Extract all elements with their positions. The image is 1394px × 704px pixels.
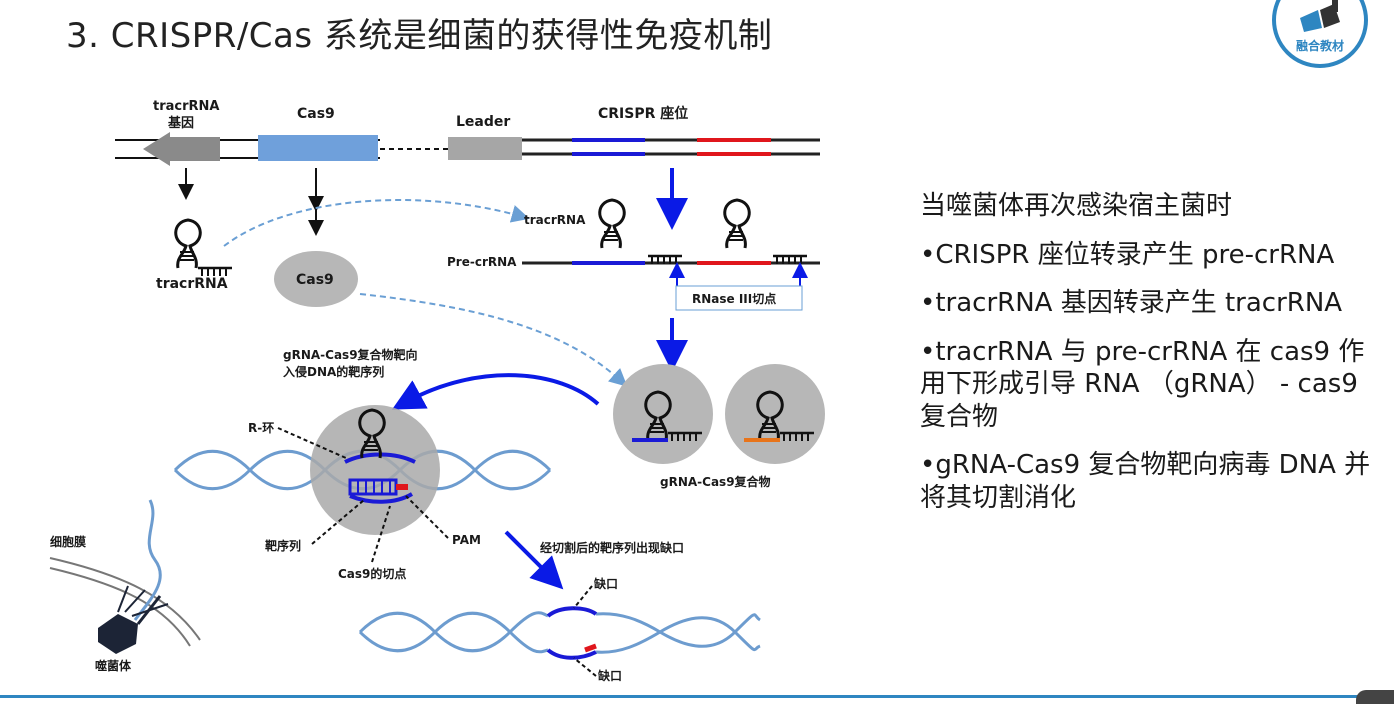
tracrrna-gene-label-2: 基因: [167, 115, 194, 131]
tracrrna-gene-arrow: [143, 132, 220, 166]
grna-cas9-complex-blue: [613, 364, 713, 464]
tracrrna-top-label: tracrRNA: [524, 213, 586, 227]
target-seq-label: 靶序列: [265, 538, 301, 553]
cell-membrane-label: 细胞膜: [50, 534, 86, 549]
crispr-diagram: tracrRNA 基因 Cas9 Leader CRISPR 座位 tracrR…: [49, 99, 825, 683]
cas9-protein: [274, 251, 358, 307]
leader-box: [448, 137, 522, 160]
slide-title: 3. CRISPR/Cas 系统是细菌的获得性免疫机制: [66, 16, 773, 56]
explanation-panel: 当噬菌体再次感染宿主菌时 •CRISPR 座位转录产生 pre-crRNA •t…: [920, 190, 1380, 530]
cleavage-arrow: [504, 530, 564, 590]
injected-dna: [133, 499, 162, 621]
cell-membrane: [49, 557, 201, 647]
pre-crrna-label: Pre-crRNA: [447, 255, 517, 269]
cas9-cut-label: Cas9的切点: [338, 566, 406, 581]
rnase-cut-box: [675, 285, 803, 311]
panel-item-2: •tracrRNA 基因转录产生 tracrRNA: [920, 288, 1343, 319]
genome-dna: [115, 132, 820, 166]
pam-label: PAM: [452, 533, 481, 547]
hand-book-logo-icon: [1300, 0, 1340, 32]
bottom-rule: [0, 695, 1394, 698]
cas9-gene-box: [258, 135, 378, 161]
gap-top-label: 缺口: [594, 576, 618, 591]
tracrrna-gene-label-1: tracrRNA: [153, 99, 219, 114]
panel-item-3: •tracrRNA 与 pre-crRNA 在 cas9 作用下形成引导 RNA…: [920, 336, 1365, 432]
phage-label: 噬菌体: [95, 658, 132, 673]
leader-label: Leader: [456, 114, 510, 130]
gap-bottom-label: 缺口: [598, 668, 622, 683]
cas9-protein-label: Cas9: [296, 272, 334, 288]
grna-complex-label: gRNA-Cas9复合物: [660, 474, 771, 489]
tracrrna-left-label: tracrRNA: [156, 276, 228, 292]
logo-badge: 融合教材: [1272, 0, 1368, 68]
dashed-arrow-tracrrna: [223, 199, 530, 247]
grna-target-label-1: gRNA-Cas9复合物靶向: [283, 347, 418, 362]
grna-cas9-complex-orange: [725, 364, 825, 464]
cas9-bound-complex: [310, 405, 440, 535]
tracrrna-molecule-left: [174, 218, 234, 278]
rnase-cut-label: RNase III切点: [692, 291, 776, 306]
targeting-arrow: [391, 373, 600, 410]
corner-mark: [1356, 690, 1394, 704]
after-cut-label: 经切割后的靶序列出现缺口: [540, 540, 684, 555]
r-loop-label: R-环: [248, 421, 274, 435]
phage-icon: [98, 585, 169, 654]
cas9-gene-label: Cas9: [297, 106, 335, 122]
crispr-locus-label: CRISPR 座位: [598, 105, 688, 122]
panel-heading: 当噬菌体再次感染宿主菌时: [920, 191, 1233, 221]
panel-item-1: •CRISPR 座位转录产生 pre-crRNA: [920, 239, 1335, 270]
cleaved-dna-helix: [358, 611, 761, 654]
dashed-arrow-cas9: [359, 293, 628, 387]
panel-item-4: •gRNA-Cas9 复合物靶向病毒 DNA 并将其切割消化: [920, 450, 1371, 513]
logo-text: 融合教材: [1296, 38, 1344, 53]
grna-target-label-2: 入侵DNA的靶序列: [283, 364, 384, 379]
